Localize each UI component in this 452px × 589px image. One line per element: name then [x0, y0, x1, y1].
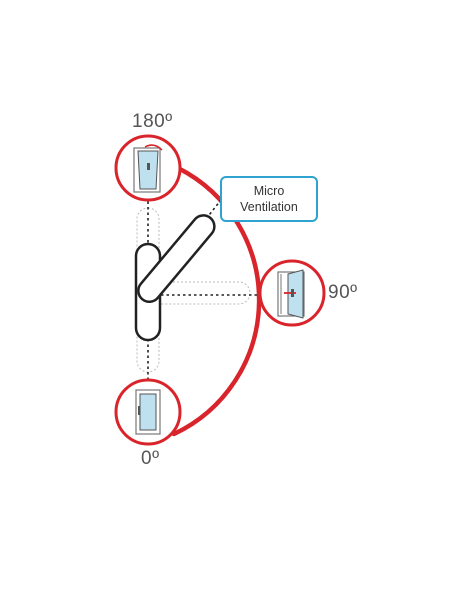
position-180-badge	[114, 134, 182, 202]
handle-lever	[137, 214, 216, 304]
position-0-badge	[114, 378, 182, 446]
rotation-arc	[171, 165, 262, 437]
position-0-label: 0º	[141, 448, 160, 469]
position-90-label: 90º	[328, 282, 358, 303]
window-tilt-icon	[133, 144, 163, 193]
position-180-label: 180º	[132, 111, 173, 132]
window-closed-icon	[135, 389, 161, 435]
position-90-badge	[258, 259, 326, 327]
callout-line-1: Micro	[253, 184, 285, 198]
window-turn-icon	[277, 269, 305, 319]
micro-ventilation-callout: Micro Ventilation	[220, 176, 318, 222]
callout-line-2: Ventilation	[240, 200, 298, 214]
